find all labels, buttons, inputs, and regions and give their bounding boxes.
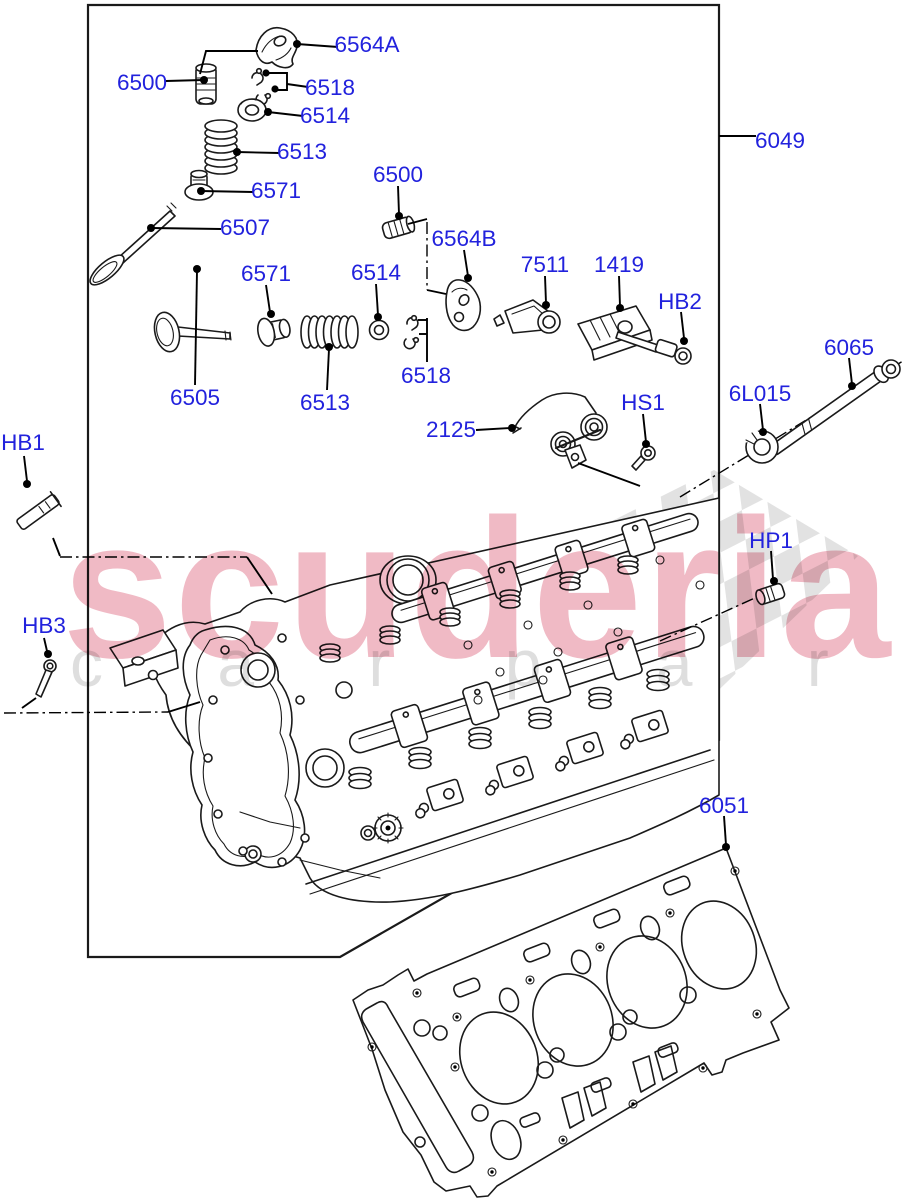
part-label-6564A[interactable]: 6564A — [334, 32, 400, 57]
valve-springs-far — [319, 555, 639, 663]
part-drawing-6564B — [445, 279, 482, 332]
part-label-HB3[interactable]: HB3 — [22, 613, 66, 638]
rocker-blocks — [415, 709, 669, 819]
part-drawing-6518-mid — [403, 314, 420, 350]
part-label-6049[interactable]: 6049 — [754, 128, 806, 153]
part-label-6571-a[interactable]: 6571 — [250, 178, 302, 203]
part-label-6571-b[interactable]: 6571 — [240, 261, 292, 286]
part-label-6051[interactable]: 6051 — [698, 793, 750, 818]
part-label-HS1[interactable]: HS1 — [621, 390, 665, 415]
part-label-6507[interactable]: 6507 — [219, 215, 271, 240]
part-drawing-6L015-washer — [739, 424, 779, 464]
part-label-HB2[interactable]: HB2 — [658, 289, 702, 314]
part-drawing-6518-top — [251, 67, 272, 106]
part-label-HB1[interactable]: HB1 — [1, 430, 45, 455]
part-drawing-6571-mid — [256, 317, 291, 347]
part-drawing-6507 — [89, 202, 177, 286]
part-label-6518-a[interactable]: 6518 — [304, 75, 356, 100]
part-drawing-HP1-plug — [659, 582, 786, 642]
part-drawing-6514-top — [237, 98, 267, 122]
head-gasket-art — [352, 847, 790, 1198]
part-label-6518-b[interactable]: 6518 — [400, 363, 452, 388]
valve-springs-near — [348, 668, 670, 790]
part-label-6514-b[interactable]: 6514 — [350, 260, 402, 285]
part-label-7511[interactable]: 7511 — [520, 252, 570, 277]
part-drawing-2125 — [511, 392, 641, 487]
part-label-HP1[interactable]: HP1 — [749, 528, 793, 553]
part-drawing-6564A — [255, 26, 299, 69]
cylinder-head-art — [109, 497, 720, 903]
camshaft-near — [348, 625, 705, 754]
part-label-6065[interactable]: 6065 — [823, 335, 875, 360]
part-drawing-HB2-bolt — [615, 331, 692, 365]
part-drawing-6505 — [153, 311, 232, 353]
part-label-6513-a[interactable]: 6513 — [276, 139, 328, 164]
leader-lines — [23, 40, 856, 851]
cam-sprocket — [360, 812, 404, 844]
part-drawing-6065-bolt — [679, 359, 904, 498]
part-label-6L015[interactable]: 6L015 — [728, 381, 792, 406]
part-drawing-6513-mid — [300, 315, 359, 349]
part-label-6514-a[interactable]: 6514 — [299, 103, 351, 128]
part-drawing-6514-mid — [368, 319, 390, 341]
part-label-6500-b[interactable]: 6500 — [372, 162, 424, 187]
part-label-6500-a[interactable]: 6500 — [116, 70, 168, 95]
part-label-2125[interactable]: 2125 — [425, 417, 477, 442]
part-drawing-6571-top — [184, 169, 214, 201]
part-label-6564B[interactable]: 6564B — [431, 226, 497, 251]
part-drawing-HB1-bolt — [16, 490, 273, 595]
part-drawing-HS1-bolt — [631, 445, 656, 471]
part-label-6513-b[interactable]: 6513 — [299, 390, 351, 415]
part-drawing-HB3-bolt — [3, 659, 201, 714]
part-label-6505[interactable]: 6505 — [169, 385, 221, 410]
part-drawing-7511 — [493, 299, 561, 334]
part-label-1419[interactable]: 1419 — [593, 252, 645, 277]
part-drawing-6513-top — [204, 119, 238, 175]
